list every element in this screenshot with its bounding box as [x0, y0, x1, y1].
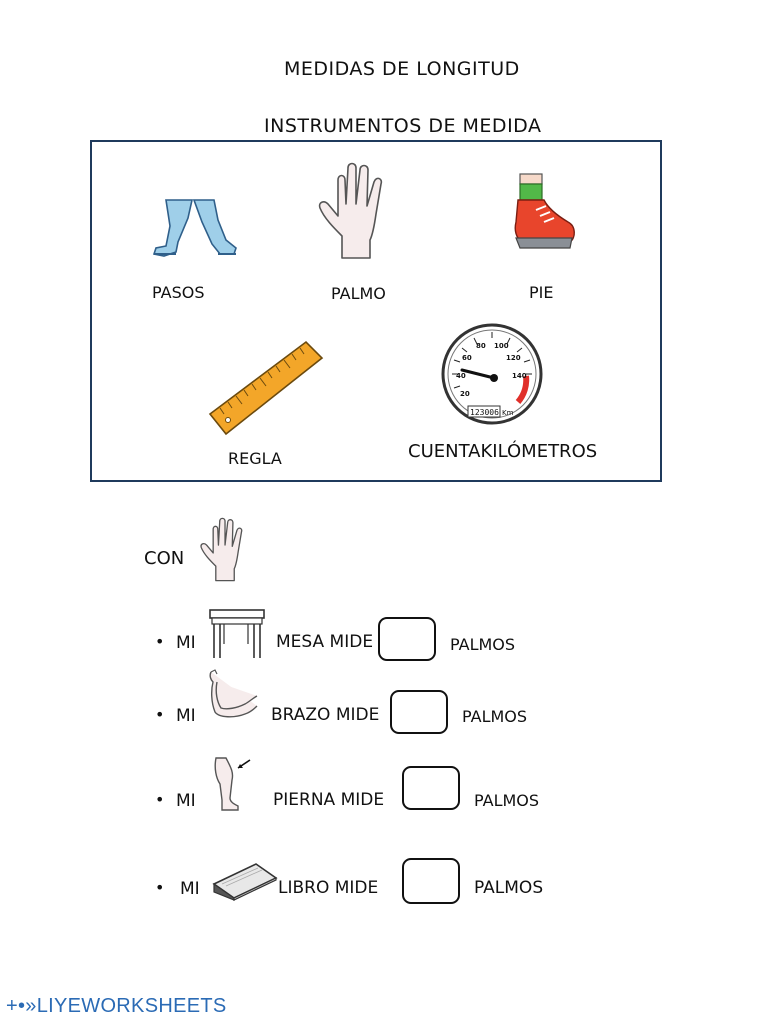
pie-label: PIE — [529, 283, 554, 302]
book-icon — [212, 863, 278, 901]
gauge-number-40: 40 — [456, 372, 466, 380]
gauge-number-100: 100 — [494, 342, 509, 350]
odometer-unit: Km — [502, 409, 514, 417]
pierna-mide-label: PIERNA MIDE — [273, 790, 385, 810]
odometer-reading: 123006 — [470, 408, 499, 417]
palmo-label: PALMO — [331, 284, 386, 303]
bullet: • — [155, 878, 165, 897]
mi-label: MI — [176, 706, 196, 726]
palmos-label: PALMOS — [462, 707, 528, 726]
gauge-number-20: 20 — [460, 390, 470, 398]
speedometer-icon: 20 40 60 80 100 120 140 123006 Km — [441, 323, 543, 425]
ruler-icon — [208, 340, 324, 436]
answer-box-brazo[interactable] — [390, 690, 448, 734]
palmos-label: PALMOS — [450, 635, 516, 654]
hand-icon — [318, 162, 383, 259]
libro-mide-label: LIBRO MIDE — [278, 878, 379, 898]
bullet: • — [155, 790, 165, 809]
page-title: MEDIDAS DE LONGITUD — [284, 58, 520, 80]
brand-text: LIYEWORKSHEETS — [36, 995, 227, 1017]
bullet: • — [155, 705, 165, 724]
brazo-mide-label: BRAZO MIDE — [271, 705, 380, 725]
gauge-number-80: 80 — [476, 342, 486, 350]
pasos-label: PASOS — [152, 283, 205, 302]
mi-label: MI — [180, 879, 200, 899]
leg-icon — [214, 757, 251, 811]
palmos-label: PALMOS — [474, 878, 544, 898]
legs-icon — [152, 199, 237, 257]
cuentakilometros-label: CUENTAKILÓMETROS — [408, 441, 598, 462]
con-label: CON — [144, 548, 185, 569]
regla-label: REGLA — [228, 449, 282, 468]
mi-label: MI — [176, 633, 196, 653]
mesa-mide-label: MESA MIDE — [276, 632, 374, 652]
mi-label: MI — [176, 791, 196, 811]
page-subtitle: INSTRUMENTOS DE MEDIDA — [264, 115, 542, 137]
brand-mark-icon: +•» — [6, 995, 37, 1017]
table-icon — [209, 609, 265, 658]
answer-box-libro[interactable] — [402, 858, 460, 904]
arm-icon — [209, 669, 258, 718]
bullet: • — [155, 632, 165, 651]
shoe-icon — [514, 173, 575, 249]
answer-box-mesa[interactable] — [378, 617, 436, 661]
gauge-number-120: 120 — [506, 354, 521, 362]
gauge-number-60: 60 — [462, 354, 472, 362]
instruments-frame — [90, 140, 662, 482]
hand-icon-small — [200, 517, 243, 582]
palmos-label: PALMOS — [474, 791, 540, 810]
gauge-number-140: 140 — [512, 372, 527, 380]
answer-box-pierna[interactable] — [402, 766, 460, 810]
footer-brand[interactable]: +•»LIYEWORKSHEETS — [6, 995, 227, 1018]
